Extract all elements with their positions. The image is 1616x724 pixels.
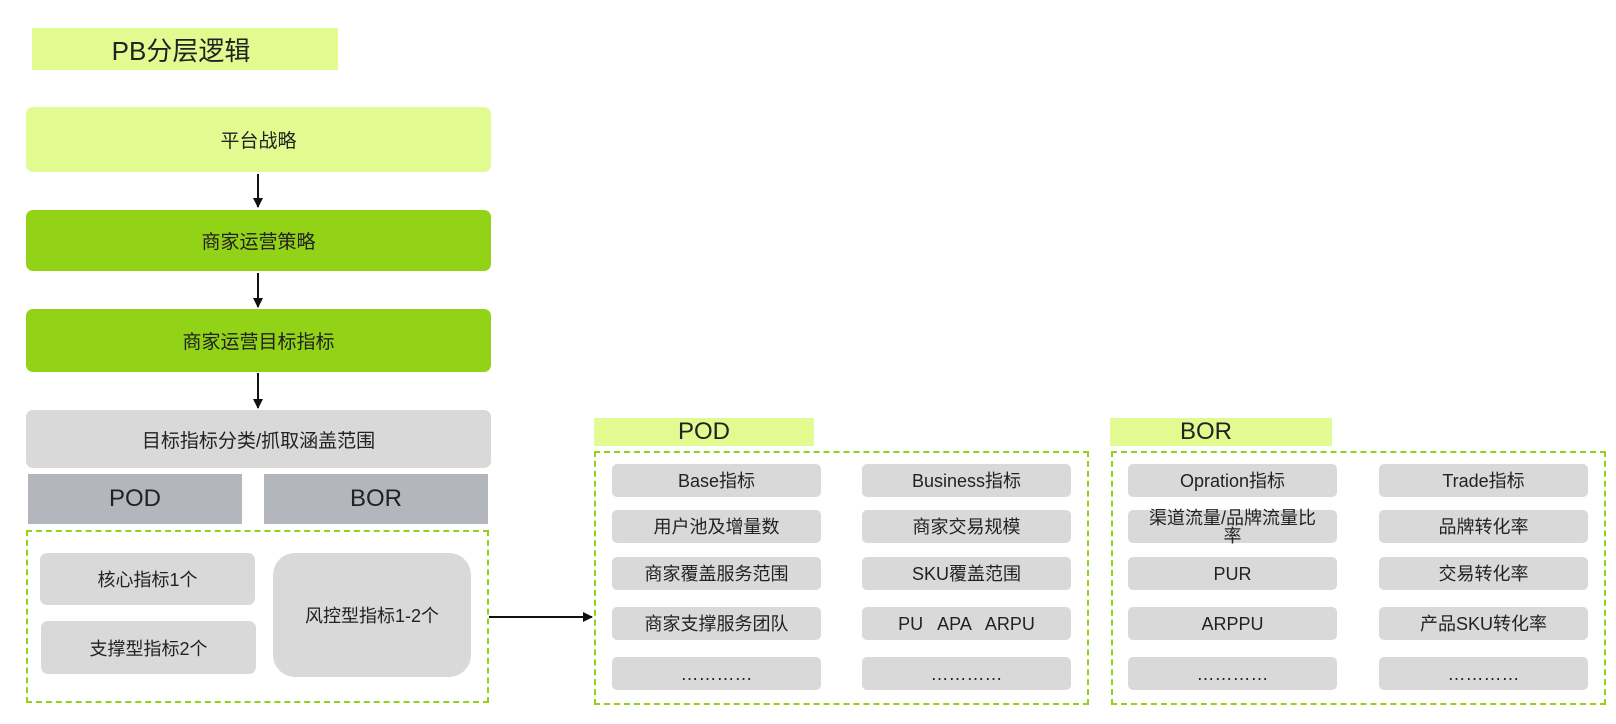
bor-right-cell: 交易转化率	[1379, 557, 1588, 590]
pod-left-cell: Base指标	[612, 464, 821, 497]
bor-right-text: 产品SKU转化率	[1419, 613, 1547, 634]
pod-left-cell: 商家支撑服务团队	[612, 607, 821, 640]
pod-left-text: …………	[680, 663, 753, 684]
pod-right-cell: SKU覆盖范围	[862, 557, 1071, 590]
bor-panel-title: BOR	[1110, 418, 1332, 446]
pod-right-text: …………	[930, 663, 1003, 684]
pod-panel	[594, 451, 1089, 705]
bor-right-cell: 品牌转化率	[1379, 510, 1588, 543]
support-metric-label: 支撑型指标2个	[89, 638, 208, 659]
page-title-text: PB分层逻辑	[111, 35, 251, 66]
risk-metric-box: 风控型指标1-2个	[273, 553, 471, 677]
bor-panel-title-text: BOR	[1179, 418, 1232, 445]
bor-left-cell: Opration指标	[1128, 464, 1337, 497]
metrics-container	[26, 530, 489, 703]
bor-panel	[1111, 451, 1606, 705]
pod-right-text: SKU覆盖范围	[911, 563, 1021, 584]
pod-left-text: Base指标	[677, 470, 756, 491]
bor-left-text: ARPPU	[1201, 613, 1264, 634]
bor-left-text: …………	[1196, 663, 1269, 684]
platform-strategy-box: 平台战略	[26, 107, 491, 172]
bor-left-cell: …………	[1128, 657, 1337, 690]
pod-panel-title-text: POD	[677, 418, 730, 445]
bor-right-text: 品牌转化率	[1438, 516, 1529, 537]
pod-left-text: 用户池及增量数	[653, 516, 780, 537]
pod-split-box: POD	[28, 474, 242, 524]
pod-right-cell: …………	[862, 657, 1071, 690]
pod-right-text: 商家交易规模	[912, 516, 1021, 537]
merchant-ops-strategy-label: 商家运营策略	[201, 232, 316, 253]
merchant-ops-strategy-box: 商家运营策略	[26, 210, 491, 271]
bor-left-cell: 渠道流量/品牌流量比率	[1128, 507, 1337, 546]
pod-right-cell: Business指标	[862, 464, 1071, 497]
bor-right-text: 交易转化率	[1438, 563, 1529, 584]
pod-split-label: POD	[108, 485, 161, 512]
core-metric-box: 核心指标1个	[40, 553, 255, 605]
bor-split-box: BOR	[264, 474, 488, 524]
risk-metric-label: 风控型指标1-2个	[304, 606, 439, 626]
platform-strategy-label: 平台战略	[220, 131, 297, 152]
bor-left-text: PUR	[1213, 563, 1252, 584]
pod-right-text: PU APA ARPU	[898, 613, 1035, 634]
bor-left-cell: ARPPU	[1128, 607, 1337, 640]
pod-left-cell: 商家覆盖服务范围	[612, 557, 821, 590]
page-title: PB分层逻辑	[32, 28, 338, 70]
pod-right-cell: PU APA ARPU	[862, 607, 1071, 640]
pod-right-cell: 商家交易规模	[862, 510, 1071, 543]
merchant-ops-target-label: 商家运营目标指标	[182, 332, 335, 353]
pod-left-text: 商家覆盖服务范围	[644, 563, 789, 584]
support-metric-box: 支撑型指标2个	[41, 621, 256, 674]
bor-right-cell: 产品SKU转化率	[1379, 607, 1588, 640]
merchant-ops-target-box: 商家运营目标指标	[26, 309, 491, 372]
bor-right-text: Trade指标	[1442, 470, 1525, 491]
target-classification-label: 目标指标分类/抓取涵盖范围	[141, 430, 376, 452]
pod-right-text: Business指标	[911, 470, 1022, 491]
bor-split-label: BOR	[349, 485, 402, 512]
pod-left-cell: 用户池及增量数	[612, 510, 821, 543]
pod-left-text: 商家支撑服务团队	[644, 613, 789, 634]
bor-right-text: …………	[1447, 663, 1520, 684]
bor-left-cell: PUR	[1128, 557, 1337, 590]
bor-right-cell: Trade指标	[1379, 464, 1588, 497]
pod-left-cell: …………	[612, 657, 821, 690]
pod-panel-title: POD	[594, 418, 814, 446]
bor-left-text: 渠道流量/品牌流量比率	[1148, 507, 1316, 546]
bor-left-text: Opration指标	[1179, 470, 1286, 491]
bor-right-cell: …………	[1379, 657, 1588, 690]
target-classification-box: 目标指标分类/抓取涵盖范围	[26, 410, 491, 468]
core-metric-label: 核心指标1个	[97, 570, 198, 590]
